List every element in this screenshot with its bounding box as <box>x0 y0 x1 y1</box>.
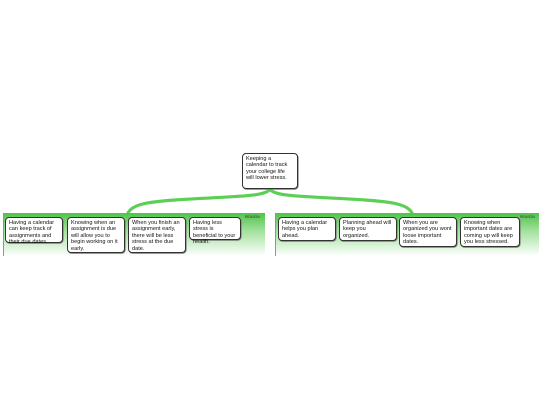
right-node-3-text: When you are organized you wont loose im… <box>403 220 452 246</box>
group-right-edge <box>275 213 276 256</box>
group-left-edge <box>3 213 4 256</box>
left-node-3[interactable]: When you finish an assignment early, the… <box>128 217 186 253</box>
left-node-1-text: Having a calendar can keep track of assi… <box>9 220 55 246</box>
right-node-2[interactable]: Planning ahead will keep you organized. <box>339 217 397 241</box>
connector-left <box>126 187 272 215</box>
left-node-1[interactable]: Having a calendar can keep track of assi… <box>5 217 63 246</box>
right-node-1-text: Having a calendar helps you plan ahead. <box>282 220 328 239</box>
connector-right <box>268 187 414 215</box>
left-node-2[interactable]: Knowing when an assignment is due will a… <box>67 217 125 253</box>
left-node-3-text: When you finish an assignment early, the… <box>132 220 180 252</box>
group-left-label: REASON <box>245 215 260 219</box>
left-node-4-text: Having less stress is beneficial to your… <box>193 220 236 246</box>
group-right-label: REASON <box>520 215 535 219</box>
right-node-4[interactable]: Knowing when important dates are coming … <box>460 217 520 247</box>
right-node-1[interactable]: Having a calendar helps you plan ahead. <box>278 217 336 241</box>
right-node-4-text: Knowing when important dates are coming … <box>464 220 513 246</box>
root-node[interactable]: Keeping a calendar to track your college… <box>242 153 298 189</box>
left-node-4[interactable]: Having less stress is beneficial to your… <box>189 217 241 245</box>
root-node-text: Keeping a calendar to track your college… <box>246 156 288 182</box>
right-node-3[interactable]: When you are organized you wont loose im… <box>399 217 457 247</box>
right-node-2-text: Planning ahead will keep you organized. <box>343 220 392 239</box>
left-node-2-text: Knowing when an assignment is due will a… <box>71 220 118 252</box>
